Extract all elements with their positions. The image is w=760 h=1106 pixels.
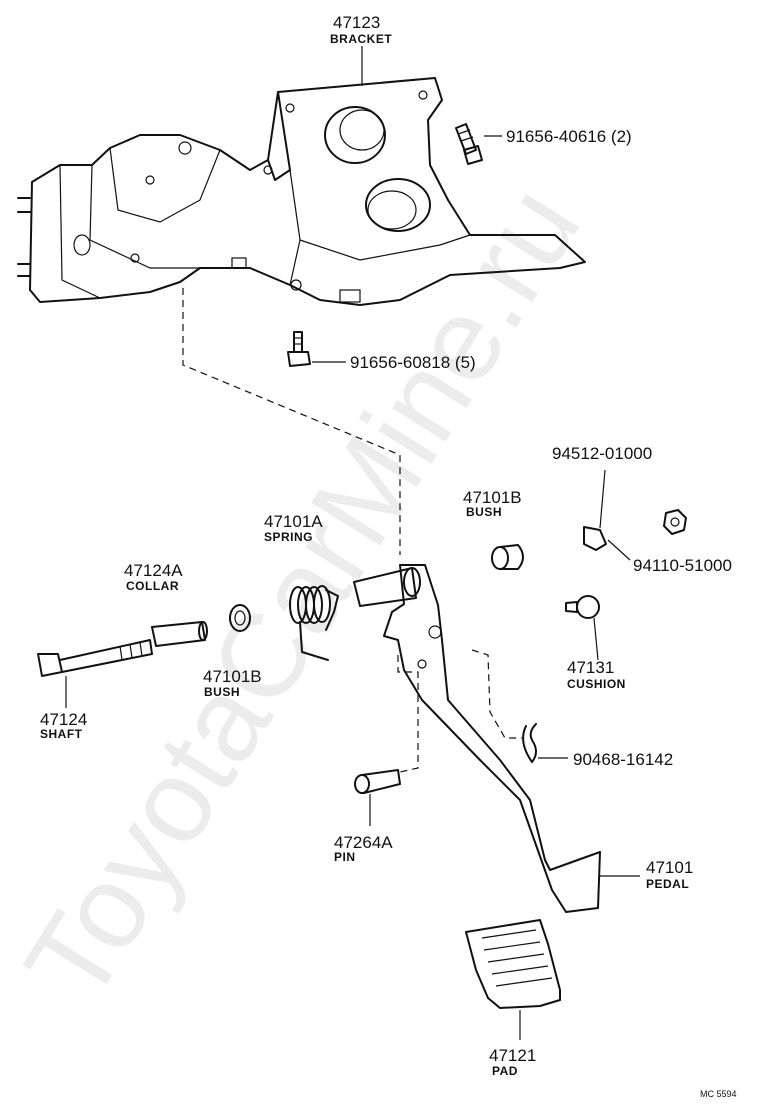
label-shaft: 47124 SHAFT bbox=[40, 710, 87, 741]
part-name: COLLAR bbox=[126, 579, 179, 593]
pad-drawing bbox=[465, 919, 561, 1040]
part-number: 94512-01000 bbox=[552, 444, 652, 463]
reference-code: MC 5594 bbox=[700, 1089, 737, 1099]
label-collar: 47124A COLLAR bbox=[124, 561, 183, 593]
label-nut: 94110-51000 bbox=[633, 556, 732, 575]
part-number: 47123 bbox=[333, 13, 380, 32]
part-name: SPRING bbox=[264, 530, 313, 544]
label-bolt-upper: 91656-40616 (2) bbox=[506, 127, 632, 146]
bolt-upper-drawing bbox=[455, 123, 483, 165]
part-name: PAD bbox=[492, 1064, 518, 1078]
bush-right-drawing bbox=[491, 544, 524, 570]
washer-drawing bbox=[583, 469, 607, 551]
part-number: 47121 bbox=[489, 1046, 536, 1065]
clip-assembly-line bbox=[471, 649, 522, 739]
part-name: BUSH bbox=[204, 685, 240, 699]
bush-left-drawing bbox=[229, 604, 251, 632]
nut-drawing bbox=[663, 509, 687, 535]
part-name: BUSH bbox=[466, 505, 502, 519]
label-bush-left: 47101B BUSH bbox=[203, 667, 262, 699]
label-spring: 47101A SPRING bbox=[264, 512, 323, 544]
spring-drawing bbox=[289, 585, 339, 661]
label-pin: 47264A PIN bbox=[334, 833, 393, 864]
label-cushion: 47131 CUSHION bbox=[567, 658, 626, 691]
part-name: SHAFT bbox=[40, 727, 83, 741]
watermark: ToyotaCarMine.ru bbox=[0, 164, 605, 1024]
part-number: 47101B bbox=[203, 667, 262, 686]
part-number: 90468-16142 bbox=[573, 750, 673, 769]
label-washer: 94512-01000 bbox=[552, 444, 652, 463]
label-bolt-lower: 91656-60818 (5) bbox=[350, 353, 476, 372]
part-name: CUSHION bbox=[567, 677, 626, 691]
part-name: PEDAL bbox=[646, 877, 689, 891]
part-number: 47124 bbox=[40, 710, 87, 729]
part-number: 91656-40616 (2) bbox=[506, 127, 632, 146]
label-bracket: 47123 BRACKET bbox=[330, 13, 392, 46]
part-number: 47131 bbox=[567, 658, 614, 677]
pedal-drawing bbox=[353, 564, 601, 913]
bracket-drawing bbox=[17, 77, 586, 306]
label-bush-right: 47101B BUSH bbox=[463, 488, 522, 519]
part-number: 47101A bbox=[264, 512, 323, 531]
part-name: BRACKET bbox=[330, 32, 392, 46]
collar-drawing bbox=[151, 621, 208, 647]
part-number: 91656-60818 (5) bbox=[350, 353, 476, 372]
part-number: 47264A bbox=[334, 833, 393, 852]
part-number: 47124A bbox=[124, 561, 183, 580]
part-number: 47101B bbox=[463, 488, 522, 507]
part-number: 94110-51000 bbox=[633, 556, 732, 575]
leader-nut bbox=[607, 539, 631, 561]
bolt-lower-drawing bbox=[287, 331, 311, 367]
cushion-drawing bbox=[565, 595, 600, 661]
assembly-line bbox=[182, 288, 401, 555]
part-name: PIN bbox=[334, 850, 356, 864]
label-clip: 90468-16142 bbox=[573, 750, 673, 769]
shaft-drawing bbox=[37, 639, 153, 677]
label-pad: 47121 PAD bbox=[489, 1046, 536, 1078]
part-number: 47101 bbox=[646, 858, 693, 877]
pin-drawing bbox=[354, 769, 401, 794]
label-pedal: 47101 PEDAL bbox=[646, 858, 693, 891]
clip-drawing bbox=[522, 723, 537, 763]
pin-assembly-line bbox=[397, 655, 419, 773]
